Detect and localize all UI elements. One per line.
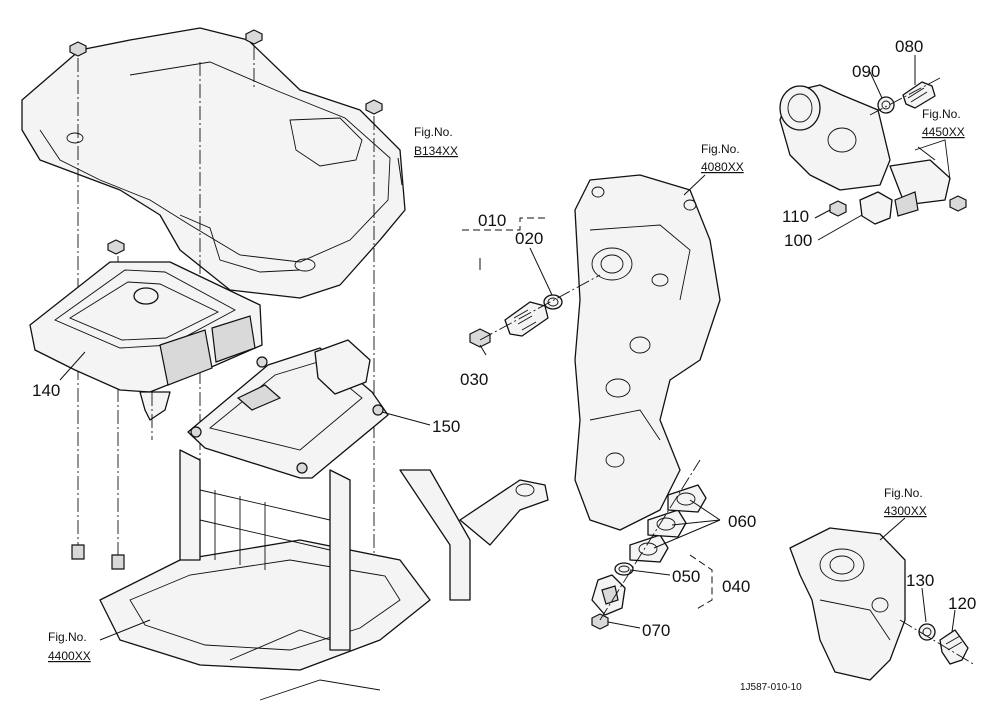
label-050: 050: [672, 567, 700, 586]
label-150: 150: [432, 417, 460, 436]
gear-case-4080: [574, 174, 721, 531]
fig-ref-b134-number: B134XX: [414, 144, 458, 158]
part-number-labels: 010 020 030 040 050 060 070 080 090 100 …: [32, 37, 976, 640]
fig-ref-4450-label: Fig.No.: [922, 107, 961, 121]
label-080: 080: [895, 37, 923, 56]
label-100: 100: [784, 231, 812, 250]
ecu-140: [29, 261, 263, 440]
label-140: 140: [32, 381, 60, 400]
label-040: 040: [722, 577, 750, 596]
engine-cover: [21, 27, 406, 299]
sensor-assembly-040: [591, 459, 707, 630]
leader-lines: [59, 55, 956, 641]
fig-ref-4080-number: 4080XX: [701, 160, 744, 174]
fig-ref-4400-number: 4400XX: [48, 649, 91, 663]
fig-ref-4450-number: 4450XX: [922, 125, 965, 139]
label-070: 070: [642, 621, 670, 640]
label-010: 010: [478, 211, 506, 230]
label-030: 030: [460, 370, 488, 389]
fig-ref-b134-label: Fig.No.: [414, 125, 453, 139]
figure-references: Fig.No. B134XX Fig.No. 4080XX Fig.No. 44…: [48, 107, 965, 663]
water-pump-housing-4300: [789, 527, 976, 681]
fig-ref-4400-label: Fig.No.: [48, 630, 87, 644]
ecu-bracket-150: [187, 339, 389, 479]
fig-ref-4300-number: 4300XX: [884, 504, 927, 518]
thermostat-housing-4450: [779, 77, 967, 225]
label-130: 130: [906, 571, 934, 590]
fig-ref-4080-label: Fig.No.: [701, 142, 740, 156]
sensor-assembly-010: [469, 274, 601, 348]
label-120: 120: [948, 594, 976, 613]
label-020: 020: [515, 229, 543, 248]
label-090: 090: [852, 62, 880, 81]
fig-ref-4300-label: Fig.No.: [884, 486, 923, 500]
label-060: 060: [728, 512, 756, 531]
document-id: 1J587-010-10: [740, 682, 802, 693]
frame-4400: [99, 449, 549, 701]
label-110: 110: [782, 207, 809, 226]
